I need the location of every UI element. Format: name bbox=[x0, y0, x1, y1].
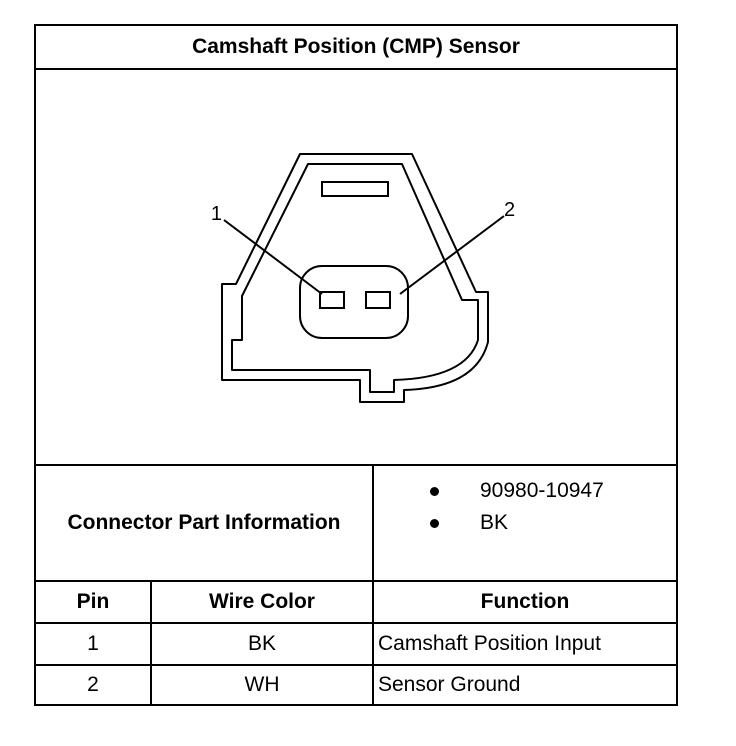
header-wire-color: Wire Color bbox=[209, 590, 315, 613]
pin-1-leader-line bbox=[223, 219, 323, 295]
connector-info-item: 90980-10947 bbox=[430, 478, 604, 504]
row-divider bbox=[36, 664, 676, 666]
header-divider bbox=[36, 622, 676, 624]
connector-part-number: 90980-10947 bbox=[480, 479, 604, 502]
pin-1-label: 1 bbox=[211, 203, 222, 225]
table-row-1-pin: 1 bbox=[87, 632, 99, 655]
column-divider-wire bbox=[372, 582, 374, 704]
pin-2-label: 2 bbox=[504, 199, 515, 221]
terminal-cavity-block bbox=[299, 265, 409, 339]
connector-info-label: Connector Part Information bbox=[67, 511, 341, 534]
table-row-2-pin: 2 bbox=[87, 673, 99, 696]
keyway-slot bbox=[321, 181, 389, 197]
table-row-2-wire-color: WH bbox=[244, 673, 280, 696]
header-pin: Pin bbox=[76, 590, 110, 613]
table-top-border bbox=[36, 580, 676, 582]
pin-1-terminal bbox=[319, 291, 345, 309]
connector-info-divider bbox=[372, 466, 374, 580]
title-divider bbox=[36, 68, 676, 70]
table-row-2-function: Sensor Ground bbox=[378, 673, 521, 696]
bullet-icon bbox=[430, 486, 439, 496]
column-divider-pin bbox=[150, 582, 152, 704]
bullet-icon bbox=[430, 518, 439, 528]
connector-info-item: BK bbox=[430, 510, 508, 536]
table-row-1-function: Camshaft Position Input bbox=[378, 632, 601, 655]
connector-color: BK bbox=[480, 511, 509, 534]
connector-face-diagram: 1 2 bbox=[211, 153, 515, 403]
pin-2-terminal bbox=[365, 291, 391, 309]
connector-housing bbox=[221, 153, 489, 403]
table-row-1-wire-color: BK bbox=[247, 632, 276, 655]
connector-end-view-sheet: Camshaft Position (CMP) Sensor 1 2 Conne… bbox=[34, 24, 678, 706]
header-function: Function bbox=[480, 590, 570, 613]
diagram-divider bbox=[36, 464, 676, 466]
pin-2-leader-line bbox=[399, 215, 505, 295]
page-title: Camshaft Position (CMP) Sensor bbox=[192, 35, 520, 58]
